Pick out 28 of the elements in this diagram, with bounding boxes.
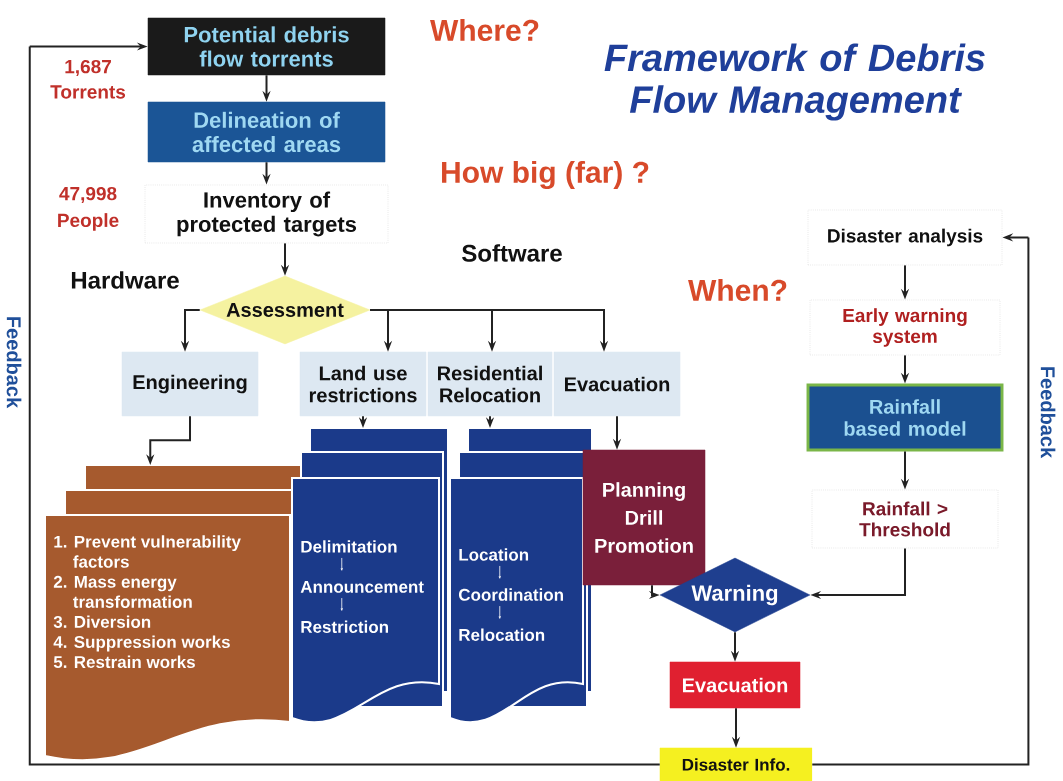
process-box: Early warning system (809, 299, 1001, 356)
note-label: Torrents (50, 85, 126, 99)
process-box: Disaster Info. (659, 747, 813, 781)
process-box: Disaster analysis (807, 209, 1003, 266)
document-stack: Location Coordination Relocation (449, 427, 593, 724)
note-label: People (58, 213, 119, 231)
note-label: Hardware (71, 271, 179, 289)
note-label: How big (far) ? (442, 160, 649, 190)
process-box: Inventory of protected targets (144, 184, 389, 244)
note-label: Feedback (6, 317, 22, 409)
note-label: Where? (430, 18, 539, 41)
category-band: Land use restrictions (299, 351, 427, 417)
title: Framework of Debris Flow Management (604, 43, 985, 121)
process-box: Delineation of affected areas (147, 101, 386, 163)
document-stack: Delimitation Announcement Restriction (291, 427, 449, 724)
process-box: Rainfall based model (806, 383, 1004, 452)
process-box: Evacuation (669, 661, 801, 709)
process-box: Potential debris flow torrents (147, 17, 386, 76)
note-label: Software (462, 244, 562, 262)
note-label: When? (688, 278, 787, 301)
note-label: Feedback (1040, 367, 1056, 459)
process-box: Rainfall > Threshold (811, 489, 999, 549)
process-box: Planning Drill Promotion (582, 449, 706, 586)
category-band: Residential Relocation (427, 351, 553, 417)
note-label: 47,998 (59, 186, 117, 204)
category-band: Engineering (121, 351, 259, 417)
category-band: Evacuation (553, 351, 681, 417)
note-label: 1,687 (65, 59, 111, 77)
